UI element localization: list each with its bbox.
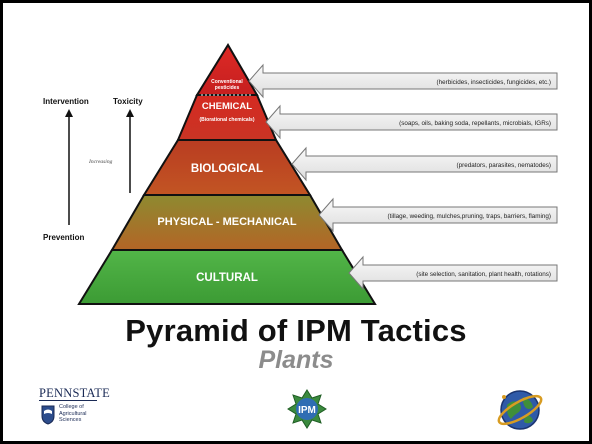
arrow-biological: (predators, parasites, nematodes) [291, 146, 558, 182]
pennstate-name: PENNSTATE [39, 386, 110, 400]
intervention-arrowhead-icon [65, 109, 73, 117]
label-physical: PHYSICAL - MECHANICAL [157, 216, 296, 228]
arrow-cultural: (site selection, sanitation, plant healt… [348, 255, 558, 291]
label-cultural: CULTURAL [196, 272, 258, 284]
pennstate-rule [39, 400, 97, 401]
arrow-chemical: (soaps, oils, baking soda, repellants, m… [265, 104, 558, 140]
label-chemical: CHEMICAL [202, 101, 252, 112]
toxicity-label: Toxicity [113, 97, 143, 106]
pennstate-college: College of Agricultural Sciences [59, 404, 87, 423]
shield-icon [41, 405, 55, 425]
prevention-label: Prevention [43, 233, 84, 242]
page-title: Pyramid of IPM Tactics [125, 313, 467, 348]
page-subtitle: Plants [258, 346, 334, 374]
pyramid [77, 43, 377, 305]
arrow-text-physical: (tillage, weeding, mulches,pruning, trap… [388, 213, 551, 220]
arrow-physical: (tillage, weeding, mulches,pruning, trap… [318, 197, 558, 233]
arrow-text-biological: (predators, parasites, nematodes) [457, 162, 552, 169]
globe-logo-icon [497, 390, 543, 430]
toxicity-arrowhead-icon [126, 109, 134, 117]
pyramid-diagram: CULTURAL PHYSICAL - MECHANICAL BIOLOGICA… [43, 43, 558, 305]
arrow-text-conventional: (herbicides, insecticides, fungicides, e… [437, 79, 551, 86]
ipm-logo-text: IPM [298, 405, 316, 416]
increasing-label: Increasing [88, 159, 113, 165]
label-biorational: (Biorational chemicals) [199, 117, 254, 123]
arrow-text-cultural: (site selection, sanitation, plant healt… [416, 271, 551, 278]
arrow-text-chemical: (soaps, oils, baking soda, repellants, m… [399, 120, 551, 127]
ipm-logo-icon: IPM [287, 389, 327, 429]
arrow-conventional: (herbicides, insecticides, fungicides, e… [248, 63, 558, 99]
label-biological: BIOLOGICAL [191, 163, 263, 175]
intervention-label: Intervention [43, 97, 89, 106]
pennstate-logo: PENNSTATE College of Agricultural Scienc… [39, 387, 149, 433]
